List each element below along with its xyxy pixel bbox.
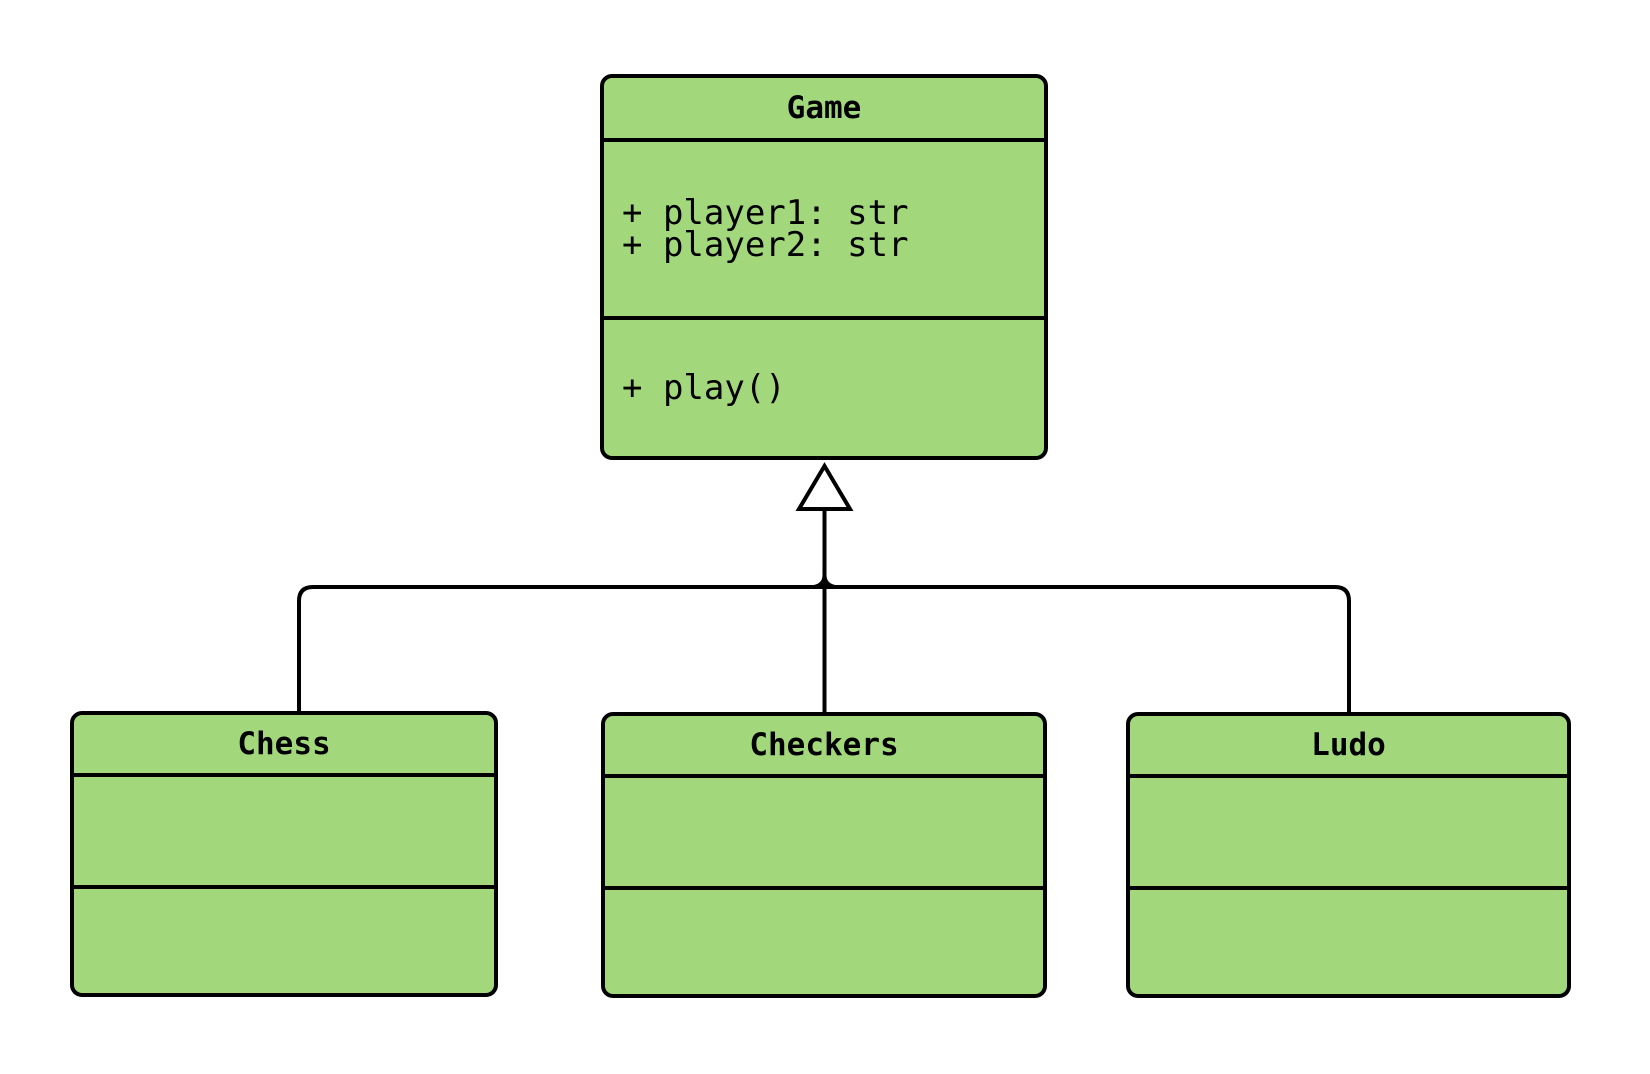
class-attributes-section [74,773,494,885]
class-method: + play() [622,368,786,408]
connector-fillet-right [822,574,836,589]
class-box-checkers: Checkers [601,712,1047,998]
class-attributes-section: + player1: str + player2: str [604,138,1044,316]
class-box-chess: Chess [70,711,498,997]
connector-branch [297,585,1351,712]
class-methods-section [605,886,1043,994]
class-box-ludo: Ludo [1126,712,1571,998]
class-attributes-section [1130,774,1567,886]
class-methods-section [1130,886,1567,994]
class-box-game: Game + player1: str + player2: str + pla… [600,74,1048,460]
class-title: Game [786,90,862,126]
class-title: Ludo [1311,727,1386,763]
class-attribute: + player1: str [622,193,909,233]
class-methods-section: + play() [604,316,1044,456]
class-attribute: + player2: str [622,225,909,265]
class-title: Checkers [749,727,899,763]
class-title: Chess [237,726,331,762]
inheritance-triangle-icon [795,462,854,511]
class-methods-section [74,885,494,993]
class-attributes-section [605,774,1043,886]
